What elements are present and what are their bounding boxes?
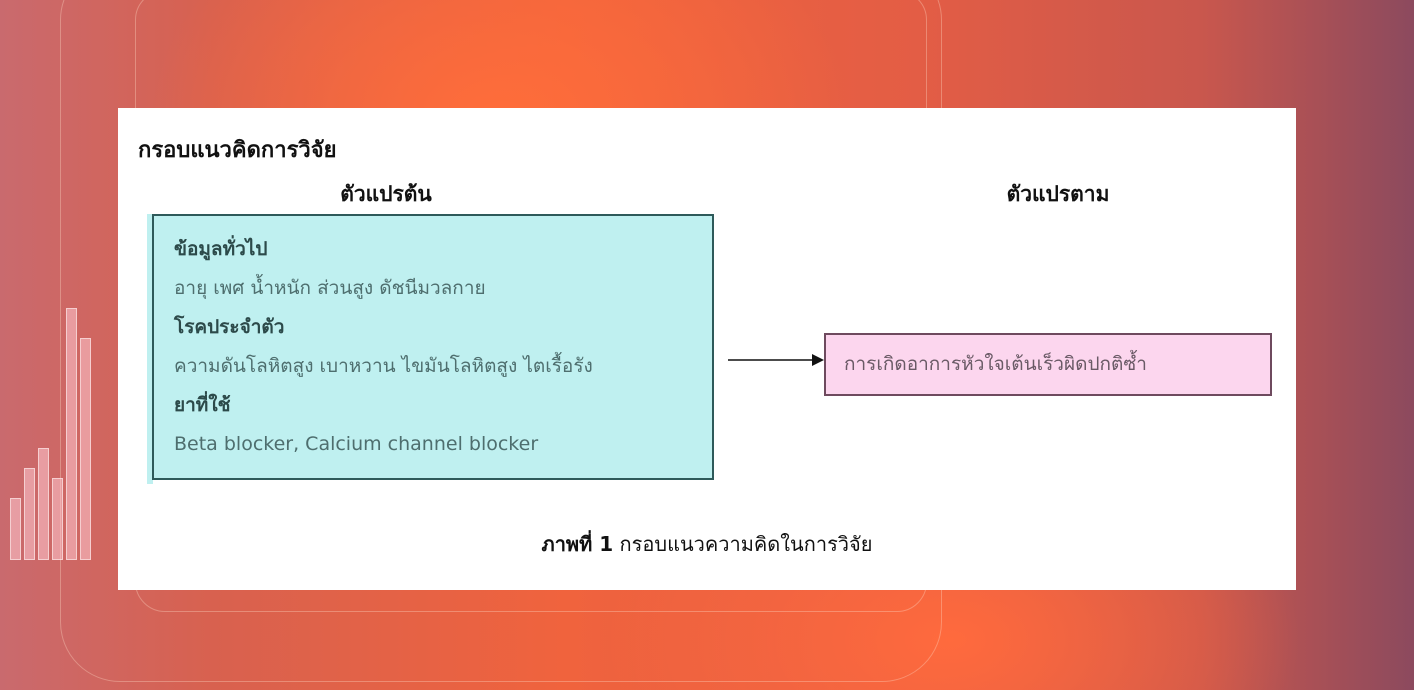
independent-variables-box: ข้อมูลทั่วไป อายุ เพศ น้ำหนัก ส่วนสูง ดั… xyxy=(152,214,714,480)
dependent-variable-heading: ตัวแปรตาม xyxy=(1006,182,1110,206)
section-text-diseases: ความดันโลหิตสูง เบาหวาน ไขมันโลหิตสูง ไต… xyxy=(174,355,593,377)
caption-text: กรอบแนวความคิดในการวิจัย xyxy=(619,532,873,556)
conceptual-framework-figure: กรอบแนวคิดการวิจัย ตัวแปรต้น ตัวแปรตาม ข… xyxy=(118,108,1296,590)
section-heading-general: ข้อมูลทั่วไป xyxy=(174,238,268,260)
section-heading-medications: ยาที่ใช้ xyxy=(174,394,231,416)
section-text-general: อายุ เพศ น้ำหนัก ส่วนสูง ดัชนีมวลกาย xyxy=(174,277,486,299)
independent-variable-heading: ตัวแปรต้น xyxy=(340,182,432,206)
arrow-icon xyxy=(728,354,824,366)
box-accent-stripe xyxy=(147,214,153,484)
figure-title: กรอบแนวคิดการวิจัย xyxy=(138,138,337,163)
section-text-medications: Beta blocker, Calcium channel blocker xyxy=(174,433,539,455)
section-heading-diseases: โรคประจำตัว xyxy=(174,316,285,338)
dependent-variable-box: การเกิดอาการหัวใจเต้นเร็วผิดปกติซ้ำ xyxy=(824,333,1272,396)
figure-caption: ภาพที่ 1 กรอบแนวความคิดในการวิจัย xyxy=(542,528,873,560)
caption-label: ภาพที่ 1 xyxy=(541,532,614,556)
